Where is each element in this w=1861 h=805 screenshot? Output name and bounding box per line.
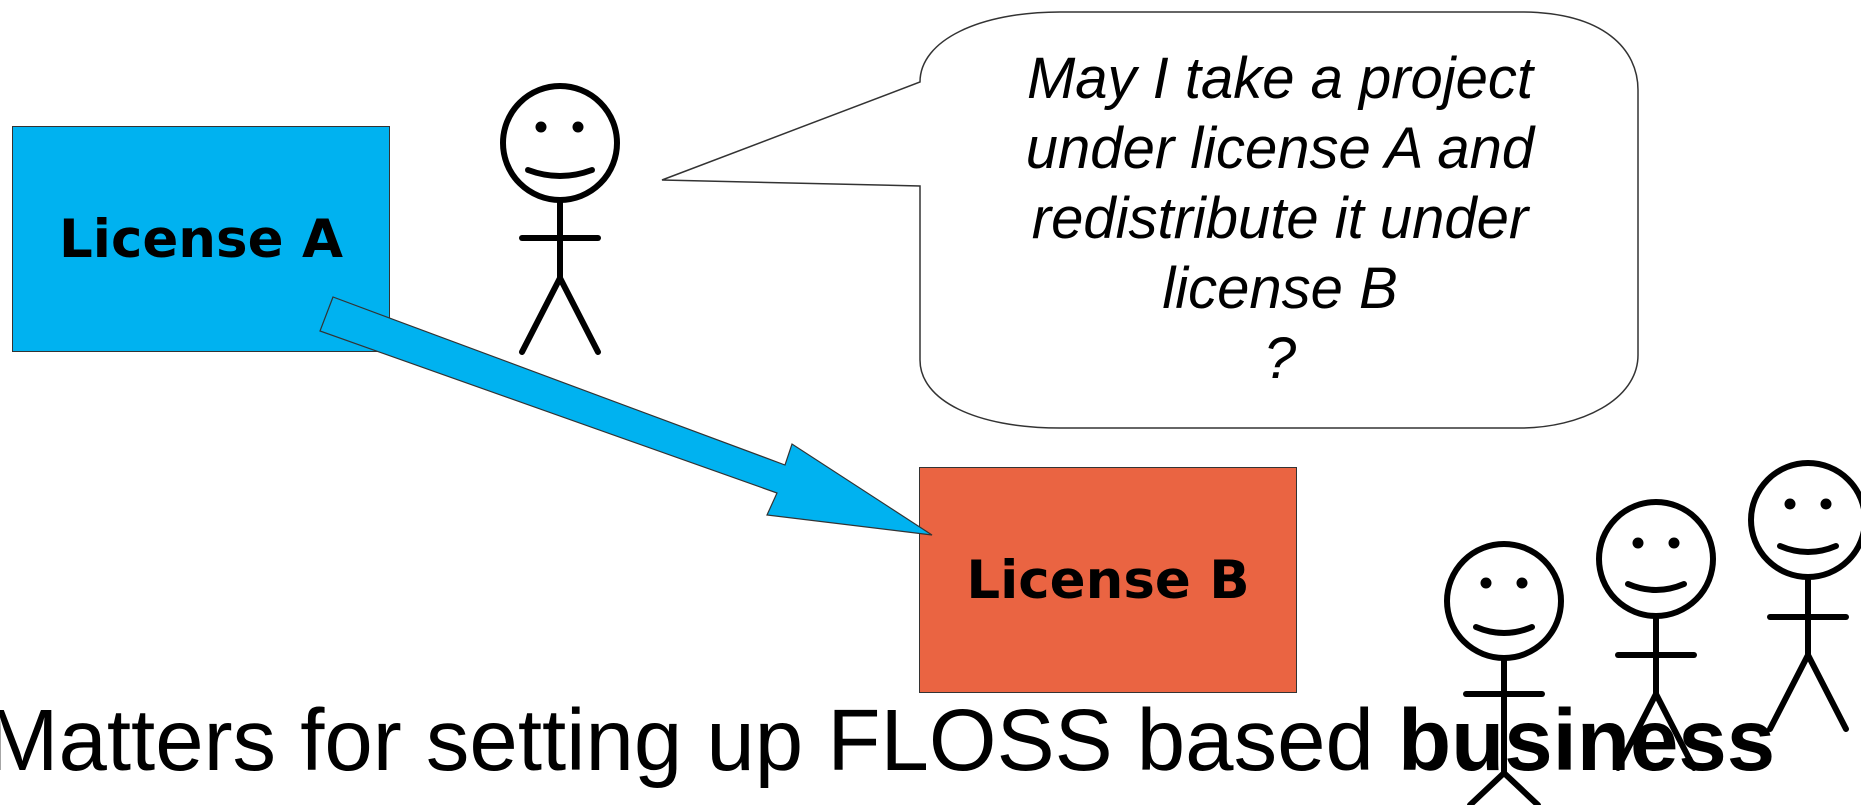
stick-figure-questioner: [500, 83, 620, 355]
speech-line: ?: [1263, 326, 1297, 391]
arrow-a-to-b: [319, 296, 933, 536]
speech-line: May I take a project: [1026, 46, 1534, 111]
stick-figure-left: [1444, 541, 1564, 805]
license-b-label: License B: [966, 549, 1250, 611]
caption-text: Matters for setting up FLOSS based: [0, 692, 1399, 789]
stick-figure-middle: [1596, 499, 1716, 771]
speech-line: redistribute it under: [1031, 186, 1529, 251]
caption: Matters for setting up FLOSS based busin…: [0, 697, 1775, 784]
caption-bold-word: business: [1398, 692, 1776, 789]
speech-line: under license A and: [1025, 116, 1535, 181]
speech-line: license B: [1162, 256, 1398, 321]
stick-figure-right: [1748, 460, 1861, 732]
speech-bubble: [661, 11, 1639, 429]
license-b-box: License B: [919, 467, 1297, 693]
speech-bubble-text: May I take a project under license A and…: [960, 44, 1600, 394]
license-a-label: License A: [59, 208, 343, 270]
